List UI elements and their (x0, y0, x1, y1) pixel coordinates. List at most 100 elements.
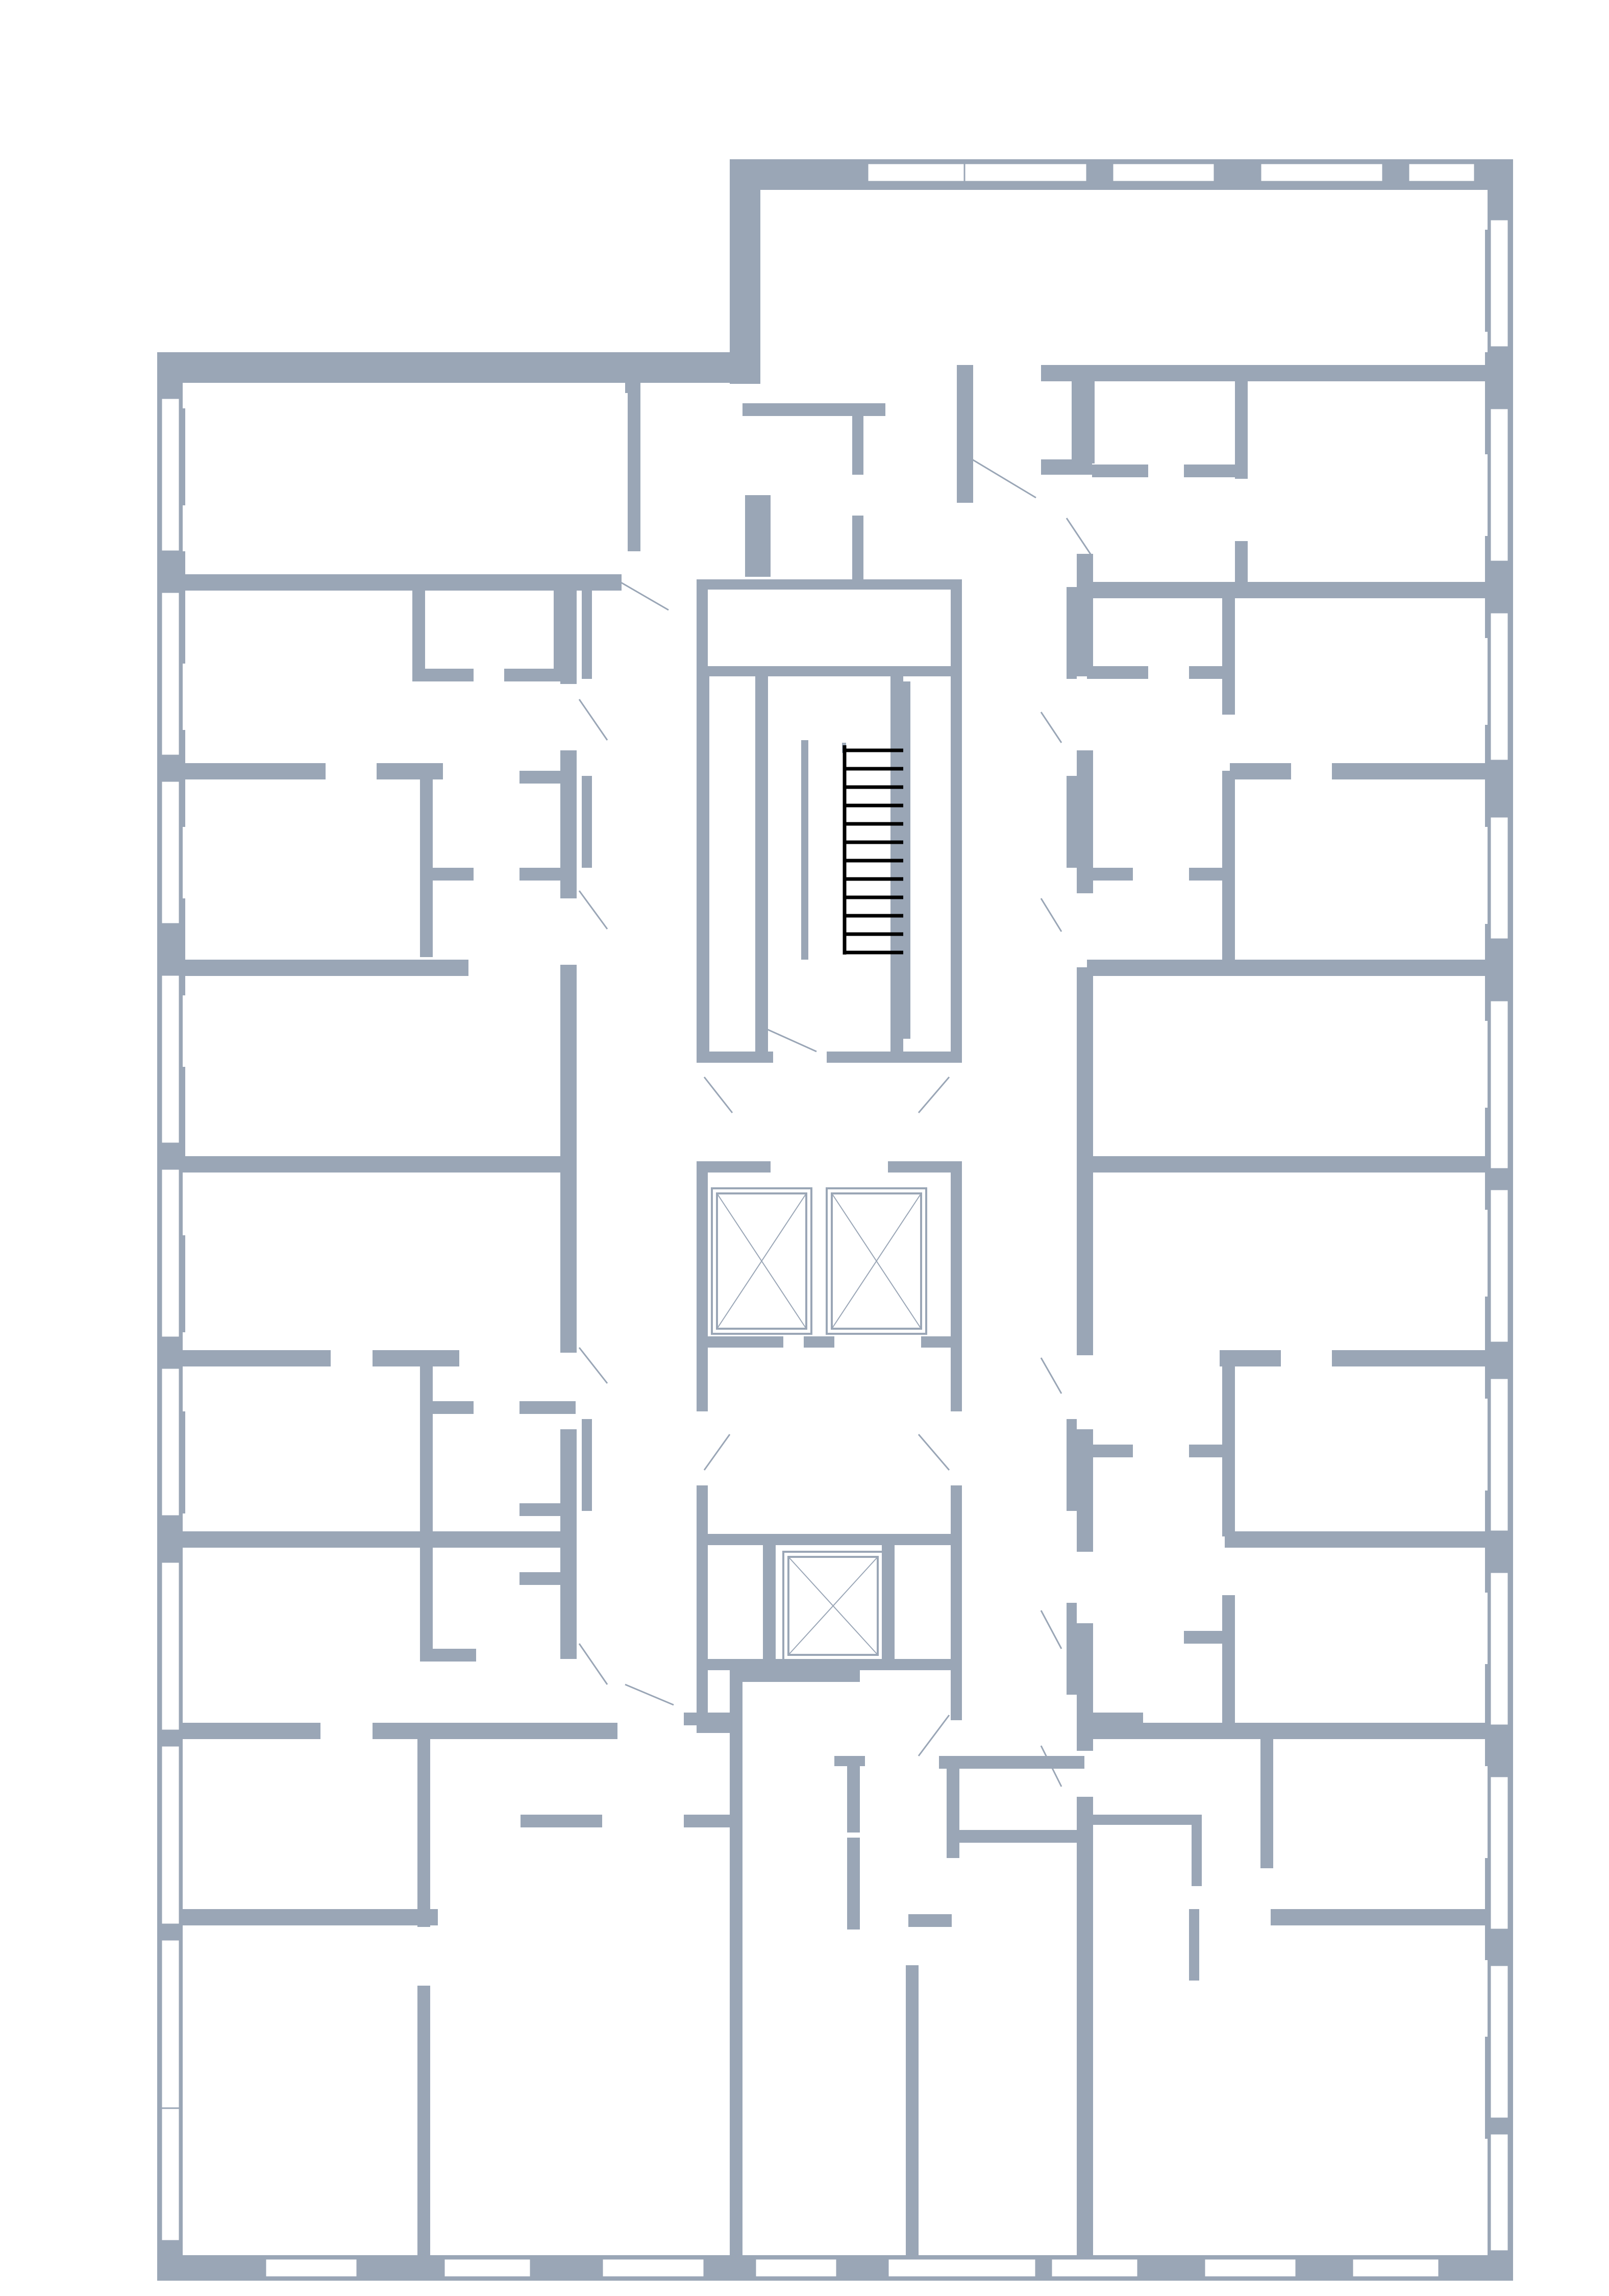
wall-segment (697, 1052, 773, 1063)
door-swing (1066, 518, 1093, 557)
wall-segment (554, 582, 566, 681)
wall-segment (1087, 1713, 1143, 1725)
wall-segment (183, 1723, 320, 1739)
wall-segment (1087, 1723, 1488, 1739)
window (160, 397, 181, 552)
thin-partition (582, 776, 592, 868)
wall-segment (1271, 1909, 1485, 1925)
wall-segment (519, 771, 576, 784)
window (1489, 999, 1509, 1170)
window (1489, 407, 1509, 563)
door-swing (918, 1077, 950, 1113)
window (601, 2258, 705, 2278)
window (160, 1367, 181, 1517)
window (963, 162, 1088, 183)
wall-segment (697, 579, 962, 590)
door-swing (765, 1028, 817, 1053)
stair-treads (843, 745, 903, 955)
window (1489, 1188, 1509, 1344)
wall-segment (1041, 459, 1092, 475)
wall-segment (888, 1161, 962, 1173)
wall-segment (433, 1401, 474, 1414)
wall-segment (1230, 763, 1291, 779)
wall-segment (1222, 597, 1235, 715)
window (160, 2107, 181, 2242)
door-swing (703, 1077, 733, 1113)
wall-segment (1087, 582, 1488, 598)
window (867, 162, 971, 183)
wall-segment (1041, 365, 1488, 381)
wall-segment (412, 669, 474, 681)
wall-segment (420, 1353, 433, 1531)
wall-segment (742, 1669, 860, 1682)
window (264, 2258, 358, 2278)
thin-partition (1067, 1419, 1077, 1511)
wall-segment (697, 579, 708, 676)
window (1203, 2258, 1297, 2278)
elevator-shaft-2 (826, 1187, 927, 1335)
wall-segment (412, 582, 425, 681)
window (1351, 2258, 1440, 2278)
wall-segment (1087, 1815, 1202, 1825)
door-swing (625, 1683, 674, 1706)
windows (160, 162, 1509, 2278)
window (160, 1939, 181, 2119)
wall-segment (1260, 1736, 1273, 1868)
wall-segment (908, 1914, 952, 1927)
door-swing (1040, 1745, 1062, 1787)
wall-segment (890, 666, 903, 1059)
wall-segment (373, 1350, 459, 1366)
window (160, 1561, 181, 1731)
wall-segment (157, 352, 734, 383)
window (1111, 162, 1216, 183)
thin-partition (801, 740, 808, 960)
wall-segment (373, 1723, 617, 1739)
wall-segment (1235, 377, 1248, 479)
stair-core (843, 745, 903, 955)
wall-segment (852, 516, 863, 582)
door-swing (1040, 898, 1062, 932)
thin-partition (1067, 1603, 1077, 1695)
wall-segment (1189, 666, 1235, 679)
wall-segment (1087, 960, 1488, 976)
window (887, 2258, 1037, 2278)
wall-segment (1087, 1445, 1133, 1457)
wall-segment (834, 1756, 865, 1766)
wall-segment (951, 1485, 962, 1720)
thin-partition (582, 1419, 592, 1511)
wall-segment (1087, 868, 1133, 881)
wall-segment (183, 1909, 438, 1925)
door-swing (578, 699, 608, 741)
wall-segment (1222, 1595, 1235, 1723)
wall-segment (183, 1531, 566, 1548)
window (1050, 2258, 1139, 2278)
wall-segment (420, 1649, 476, 1662)
elevator-shaft-1 (711, 1187, 812, 1335)
wall-segment (519, 1572, 576, 1585)
wall-segment (625, 383, 635, 393)
wall-segment (951, 579, 962, 676)
wall-segment (183, 1350, 331, 1366)
door-swing (578, 890, 608, 930)
wall-segment (183, 960, 468, 976)
window (160, 591, 181, 756)
wall-segment (951, 1161, 962, 1411)
wall-segment (1189, 1909, 1199, 1981)
window (160, 1745, 181, 1925)
thin-partition (1067, 776, 1077, 868)
wall-segment (420, 763, 433, 957)
wall-segment (755, 666, 768, 1059)
wall-segment (1072, 377, 1095, 463)
wall-segment (1092, 465, 1148, 477)
wall-segment (1235, 541, 1248, 582)
wall-segment (377, 763, 443, 779)
door-swing (578, 1347, 608, 1384)
wall-segment (697, 1161, 771, 1173)
wall-segment (1087, 1156, 1488, 1173)
wall-segment (697, 666, 709, 1059)
door-swing (918, 1434, 950, 1471)
wall-segment (921, 1336, 962, 1348)
window (1489, 1377, 1509, 1532)
door-swing (918, 1715, 950, 1756)
wall-segment (519, 1503, 576, 1516)
